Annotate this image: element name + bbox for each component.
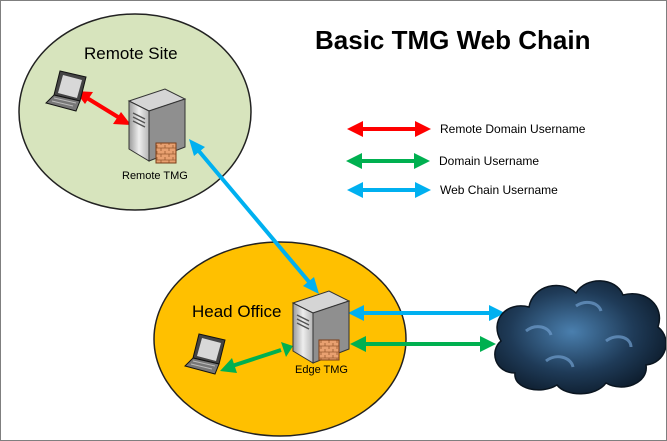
firewall-icon [318, 339, 340, 361]
legend-label-web-chain: Web Chain Username [440, 183, 558, 197]
diagram-title: Basic TMG Web Chain [315, 25, 590, 55]
legend-arrow-domain [346, 153, 430, 169]
legend-arrow-web-chain [347, 182, 431, 198]
head-office-ellipse [153, 241, 407, 437]
web-chain-link-edge-internet [348, 305, 505, 321]
legend-label-remote-domain: Remote Domain Username [440, 122, 586, 136]
legend-arrow-remote-domain [347, 121, 431, 137]
firewall-icon [155, 142, 177, 164]
domain-link-edge-internet [350, 336, 496, 352]
remote-tmg-label: Remote TMG [122, 170, 188, 182]
edge-tmg-label: Edge TMG [295, 364, 348, 376]
internet-cloud-icon [494, 280, 666, 395]
laptop-icon [184, 333, 226, 375]
laptop-icon [45, 70, 87, 112]
remote-site-label: Remote Site [84, 44, 178, 63]
web-chain-link-remote-edge [189, 139, 319, 294]
legend-label-domain: Domain Username [439, 154, 539, 168]
head-office-label: Head Office [192, 302, 281, 321]
domain-link-laptop-edge [220, 342, 293, 373]
